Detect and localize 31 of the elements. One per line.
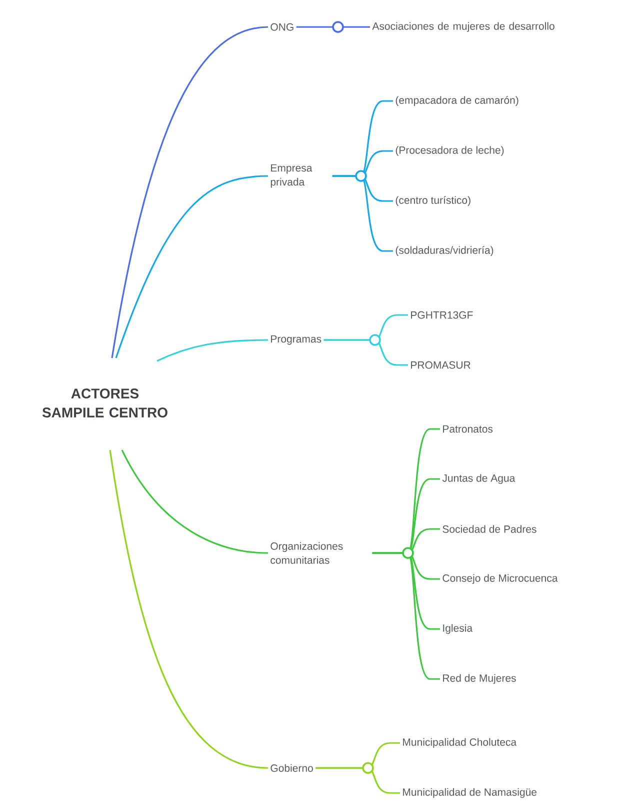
branch-line — [324, 339, 408, 366]
topic-label: Municipalidad Choluteca — [403, 738, 517, 748]
branch-line — [372, 552, 440, 680]
topic-label: PGHTR13GF — [411, 311, 473, 319]
topic-label: (Procesadora de leche) — [396, 146, 504, 156]
topic-label: Empresa privada — [270, 164, 312, 188]
topic-label: Juntas de Agua — [442, 474, 516, 484]
branch-line — [121, 450, 268, 554]
branch-line — [115, 175, 268, 358]
topic-label: (soldaduras/vidriería) — [396, 246, 494, 256]
topic-label: PROMASUR — [411, 361, 470, 369]
branch-line — [296, 26, 370, 28]
topic-label: Red de Mujeres — [443, 674, 516, 684]
topic-label: (empacadora de camarón) — [396, 96, 518, 106]
topic-label: Sociedad de Padres — [442, 525, 536, 533]
topic-label: Gobierno — [270, 764, 313, 772]
topic-label: Municipalidad de Namasigüe — [403, 788, 536, 798]
branch-line — [332, 175, 393, 252]
branch-line — [111, 26, 268, 358]
topic-label: Programas — [271, 335, 322, 345]
topic-label: Organizaciones comunitarias — [270, 542, 343, 564]
topic-label: Patronatos — [443, 425, 493, 433]
branch-line — [156, 339, 268, 362]
branch-line — [316, 767, 400, 794]
topic-label: Iglesia — [443, 624, 473, 634]
topic-label: Consejo de Microcuenca — [442, 574, 558, 584]
topic-label: Asociaciones de mujeres de desarrollo — [372, 22, 554, 32]
root-topic: ACTORES SAMPILE CENTRO — [42, 388, 168, 418]
topic-label: (centro turístico) — [396, 196, 470, 206]
branch-line — [109, 450, 268, 769]
topic-label: ONG — [270, 23, 294, 31]
